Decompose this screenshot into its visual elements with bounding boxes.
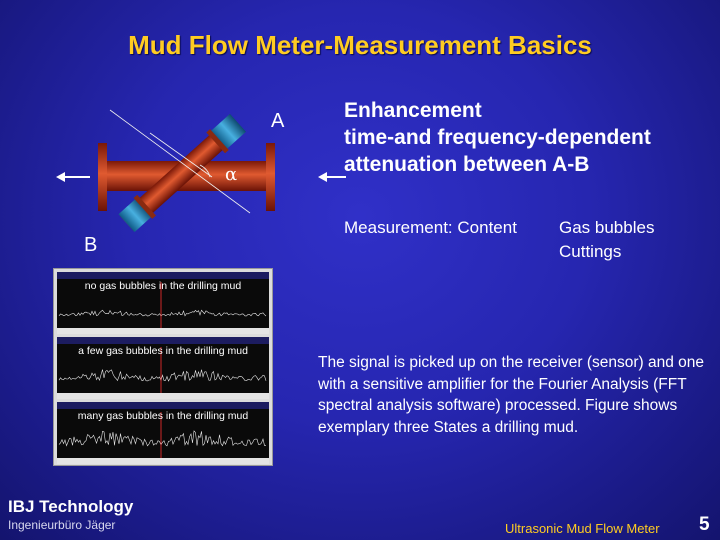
flow-arrow-right-head (318, 172, 346, 182)
page-number: 5 (699, 514, 710, 535)
point-b-label: B (84, 234, 98, 256)
measurement-label: Measurement: Content (344, 218, 517, 237)
flow-arrow-left (56, 172, 90, 182)
angle-alpha-label: α (225, 164, 238, 185)
left-flange (98, 143, 107, 211)
fft-plot-caption: no gas bubbles in the drilling mud (84, 280, 242, 292)
fft-plot-many-bubbles: many gas bubbles in the drilling mud (57, 402, 269, 464)
pipe-diagram (56, 109, 275, 233)
enhancement-line-3: attenuation between A-B (344, 153, 590, 176)
brand-subtitle: Ingenieurbüro Jäger (8, 518, 116, 532)
right-flange (266, 143, 275, 211)
fft-plots-image: no gas bubbles in the drilling mud a few… (53, 268, 273, 466)
enhancement-line-2: time-and frequency-dependent (344, 126, 651, 149)
fft-plot-caption: many gas bubbles in the drilling mud (77, 410, 249, 422)
enhancement-line-1: Enhancement (344, 99, 482, 122)
point-a-label: A (271, 110, 285, 132)
footer-text: Ultrasonic Mud Flow Meter (505, 521, 660, 536)
enhancement-text: Enhancement time-and frequency-dependent… (344, 97, 651, 178)
measurement-item-cuttings: Cuttings (559, 242, 622, 261)
measurement-text: Measurement: Content Gas bubbles Cutting… (344, 216, 654, 261)
fft-plot-caption: a few gas bubbles in the drilling mud (78, 345, 248, 357)
description-text: The signal is picked up on the receiver … (318, 354, 704, 436)
slide-title: Mud Flow Meter-Measurement Basics (128, 30, 592, 60)
sensor-tube (118, 113, 246, 233)
fft-plot-no-bubbles: no gas bubbles in the drilling mud (57, 272, 269, 334)
brand-name: IBJ Technology (8, 497, 134, 516)
fft-plot-few-bubbles: a few gas bubbles in the drilling mud (57, 337, 269, 399)
measurement-item-gas: Gas bubbles (559, 218, 655, 237)
